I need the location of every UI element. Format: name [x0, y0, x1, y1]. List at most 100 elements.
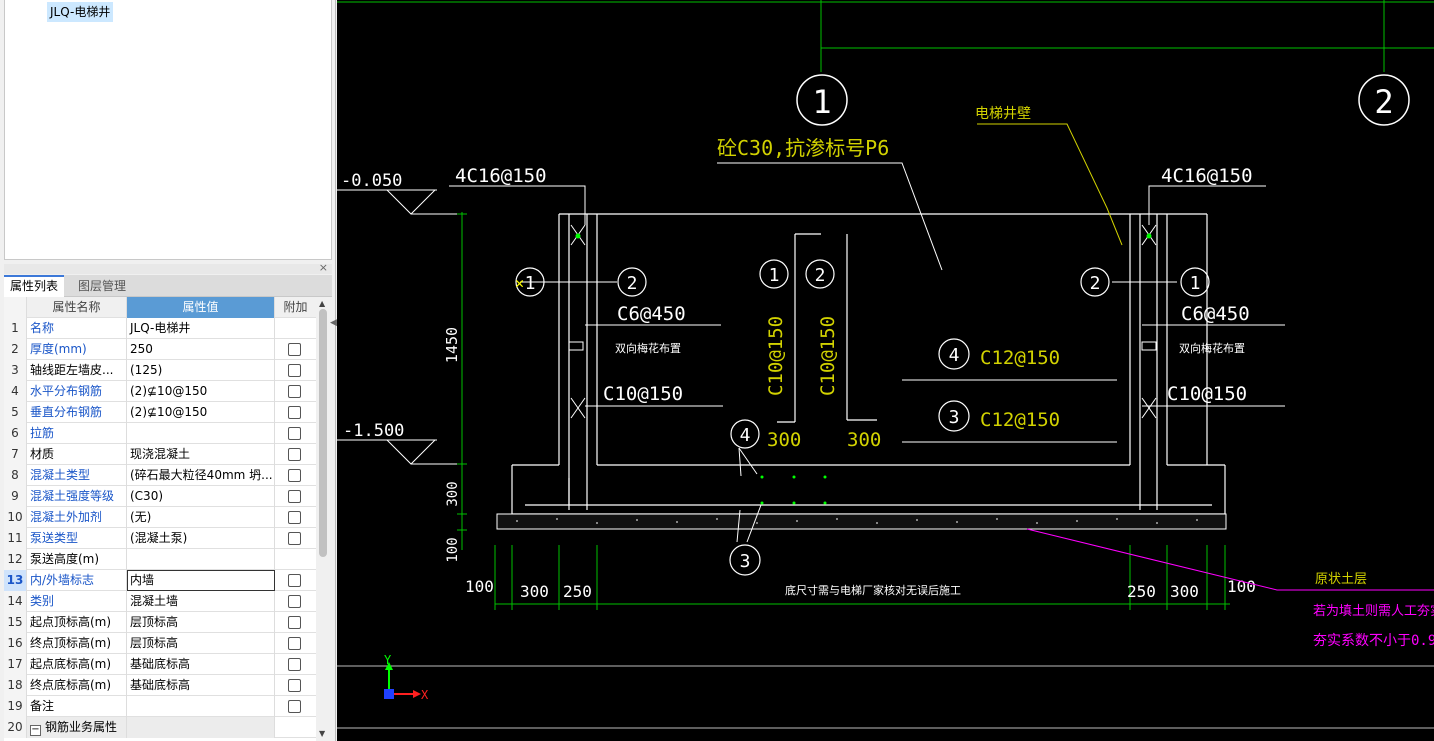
grid-header: 属性名称属性值附加 — [4, 297, 316, 318]
property-value[interactable]: 基础底标高 — [127, 654, 275, 675]
append-checkbox[interactable] — [288, 406, 301, 419]
scroll-up-icon[interactable]: ▲ — [319, 299, 326, 308]
property-value[interactable]: (碎石最大粒径40mm 坍... — [127, 465, 275, 486]
row-number: 12 — [4, 549, 27, 570]
property-name: 类别 — [27, 591, 127, 612]
property-name-text: 内/外墙标志 — [30, 573, 95, 587]
property-value[interactable]: 层顶标高 — [127, 612, 275, 633]
tab-layer-management[interactable]: 图层管理 — [78, 279, 127, 293]
property-name: 备注 — [27, 696, 127, 717]
collapse-icon[interactable]: − — [30, 724, 41, 736]
property-add-cell — [275, 549, 316, 570]
scroll-thumb[interactable] — [319, 309, 327, 557]
header-add[interactable]: 附加 — [283, 300, 308, 314]
property-value[interactable]: 混凝土墙 — [127, 591, 275, 612]
property-name: 材质 — [27, 444, 127, 465]
property-value[interactable] — [127, 423, 275, 444]
property-value[interactable]: (混凝土泵) — [127, 528, 275, 549]
property-row[interactable]: 20−钢筋业务属性 — [4, 717, 316, 738]
property-name: 终点顶标高(m) — [27, 633, 127, 654]
append-checkbox[interactable] — [288, 427, 301, 440]
property-value[interactable]: 层顶标高 — [127, 633, 275, 654]
property-add-cell — [275, 318, 316, 339]
row-number: 19 — [4, 696, 27, 717]
append-checkbox[interactable] — [288, 595, 301, 608]
collapse-arrow-icon[interactable]: ◀ — [330, 318, 337, 328]
header-num — [4, 297, 27, 318]
elevation-bottom-label: -1.500 — [343, 421, 404, 441]
circle-label-1: 1 — [1190, 273, 1201, 294]
component-tree[interactable]: JLQ-电梯井 — [4, 0, 332, 260]
property-name: 泵送高度(m) — [27, 549, 127, 570]
append-checkbox[interactable] — [288, 364, 301, 377]
row-number: 10 — [4, 507, 27, 528]
property-value[interactable]: (125) — [127, 360, 275, 381]
property-panel-header: × — [4, 261, 332, 274]
vertical-scrollbar[interactable]: ▲ ▼ — [316, 297, 330, 741]
axis-label-2: 2 — [1374, 83, 1393, 121]
append-checkbox[interactable] — [288, 616, 301, 629]
soil-note-2: 若为填土则需人工夯实 — [1313, 603, 1434, 619]
header-name[interactable]: 属性名称 — [27, 297, 127, 318]
property-value[interactable] — [127, 696, 275, 717]
property-value[interactable] — [127, 717, 275, 738]
property-value[interactable] — [127, 549, 275, 570]
property-value[interactable]: 现浇混凝土 — [127, 444, 275, 465]
scroll-down-icon[interactable]: ▼ — [319, 729, 326, 738]
append-checkbox[interactable] — [288, 448, 301, 461]
property-value[interactable]: (2)⊈10@150 — [127, 381, 275, 402]
append-checkbox[interactable] — [288, 574, 301, 587]
bottom-note: 底尺寸需与电梯厂家核对无误后施工 — [785, 583, 961, 597]
row-number: 13 — [4, 570, 27, 591]
double-layout-label-left: 双向梅花布置 — [615, 341, 681, 355]
property-value[interactable]: 250 — [127, 339, 275, 360]
property-add-cell — [275, 591, 316, 612]
property-name-text: 混凝土强度等级 — [30, 489, 115, 503]
append-checkbox[interactable] — [288, 637, 301, 650]
append-checkbox[interactable] — [288, 385, 301, 398]
property-value[interactable]: (2)⊈10@150 — [127, 402, 275, 423]
append-checkbox[interactable] — [288, 532, 301, 545]
property-value[interactable]: JLQ-电梯井 — [127, 318, 275, 339]
tree-item-selected[interactable]: JLQ-电梯井 — [47, 2, 114, 22]
row-number: 18 — [4, 675, 27, 696]
property-name: 轴线距左墙皮... — [27, 360, 127, 381]
append-checkbox[interactable] — [288, 700, 301, 713]
append-checkbox[interactable] — [288, 343, 301, 356]
cad-drawing-view[interactable]: 1 2 -0.050 -1.500 1450 300 — [337, 0, 1434, 741]
append-checkbox[interactable] — [288, 469, 301, 482]
property-value[interactable]: (C30) — [127, 486, 275, 507]
append-checkbox[interactable] — [288, 679, 301, 692]
append-checkbox[interactable] — [288, 511, 301, 524]
circle-label-4: 4 — [949, 345, 960, 366]
property-value[interactable]: 基础底标高 — [127, 675, 275, 696]
append-checkbox[interactable] — [288, 658, 301, 671]
property-name: 起点顶标高(m) — [27, 612, 127, 633]
header-value[interactable]: 属性值 — [127, 297, 275, 318]
property-value[interactable]: (无) — [127, 507, 275, 528]
append-checkbox[interactable] — [288, 490, 301, 503]
cursor-mark-icon: ✕ — [515, 274, 524, 292]
property-value[interactable]: 内墙 — [127, 570, 275, 591]
tab-property-list[interactable]: 属性列表 — [4, 275, 65, 297]
close-icon[interactable]: × — [318, 261, 328, 274]
